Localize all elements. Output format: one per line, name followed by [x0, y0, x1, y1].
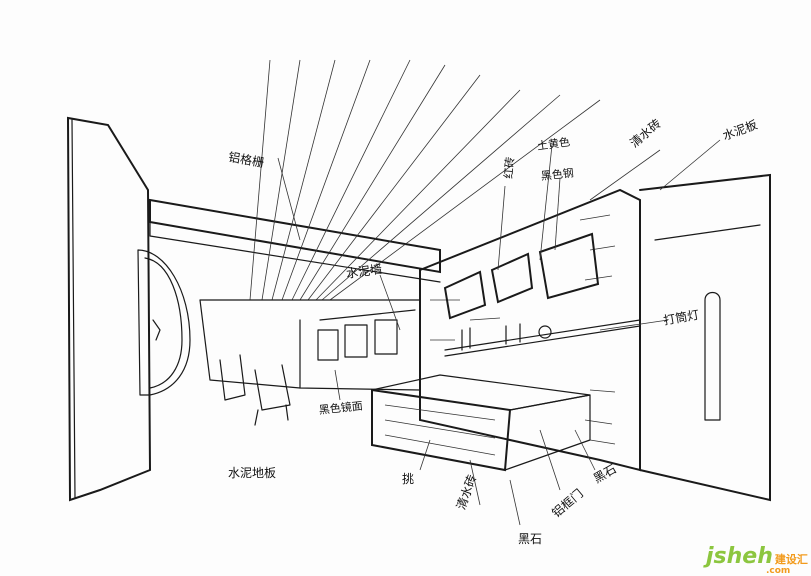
annotation-black-steel: 黑色钢 — [540, 166, 575, 183]
annotation-cement-floor: 水泥地板 — [228, 466, 277, 480]
annotation-bar-counter: 挑 — [402, 472, 415, 486]
annotation-black-stone-1: 黑石 — [518, 532, 543, 546]
annotation-red-brick-top: 红砖 — [501, 156, 517, 180]
